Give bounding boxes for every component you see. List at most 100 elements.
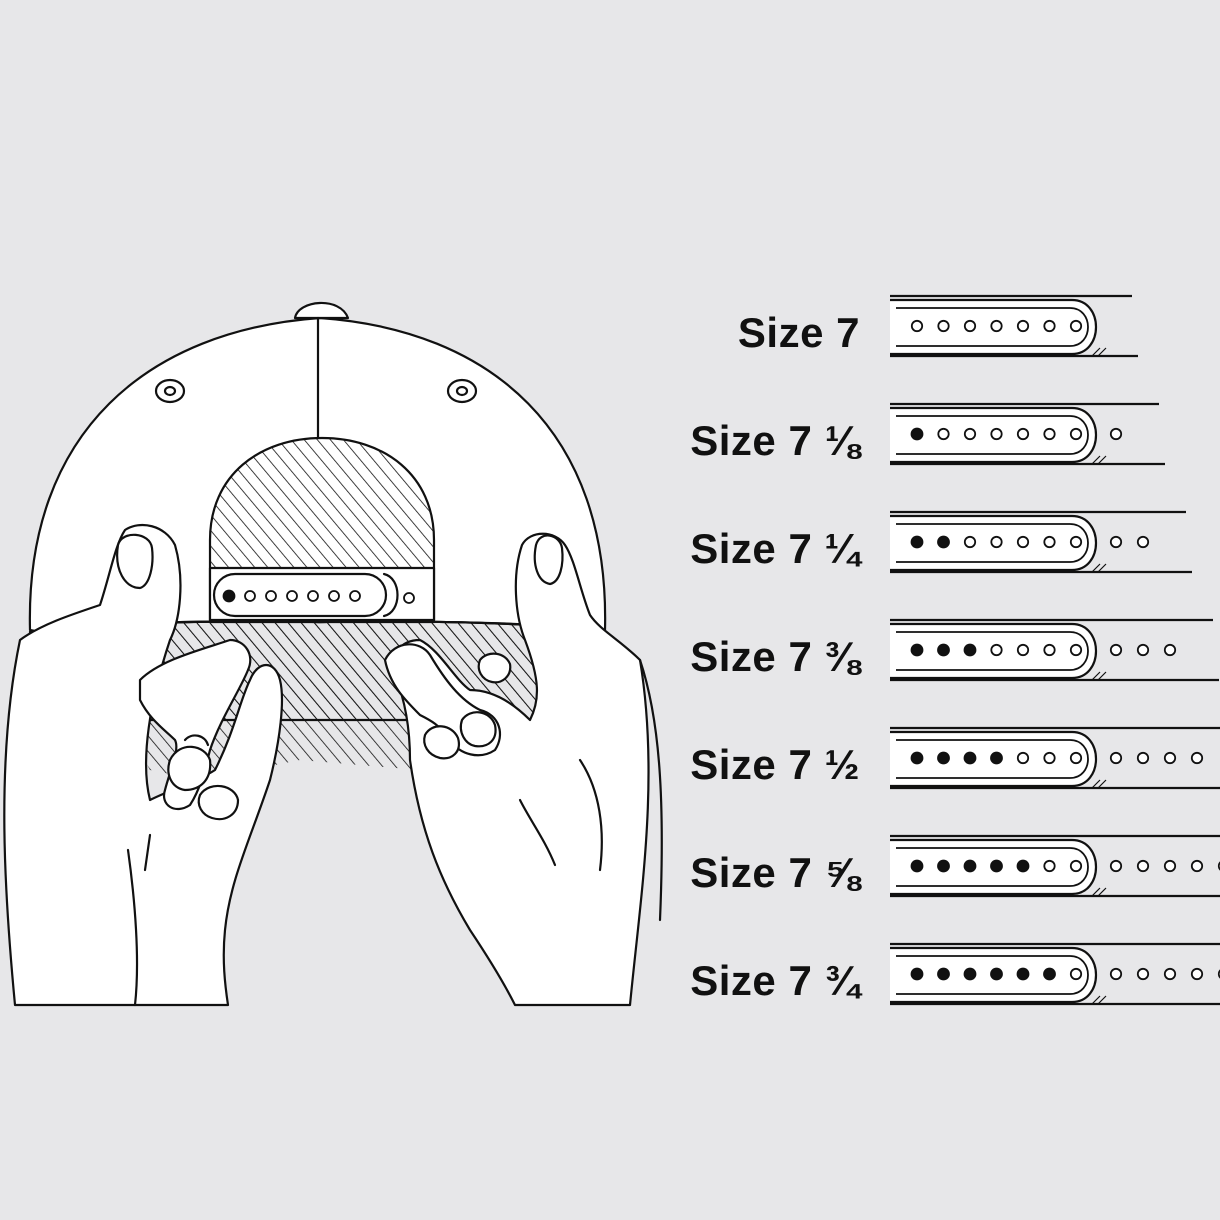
strap-hole: [1043, 427, 1056, 441]
strap-hole: [1163, 643, 1177, 657]
strap-hole: [1016, 751, 1030, 765]
size-label-7: Size 7: [737, 309, 860, 356]
strap-tab-inner-stitch: [896, 631, 1089, 671]
size-label-7-1-2: Size 7 ½: [690, 741, 860, 788]
size-label-7-1-4: Size 7 ¼: [690, 525, 860, 572]
strap-hole-filled: [937, 535, 950, 549]
strap-hole-filled: [963, 751, 977, 765]
size-strap-5: [890, 834, 1220, 898]
size-strap-6: [890, 942, 1220, 1006]
strap-hole: [990, 319, 1003, 333]
strap-hole: [937, 319, 950, 333]
strap-hole-filled: [910, 967, 924, 981]
strap-hole-filled: [910, 751, 924, 765]
strap-hole: [1136, 535, 1150, 549]
strap-hole-filled: [1043, 967, 1056, 981]
strap-hole-filled: [937, 859, 950, 873]
left-thumbnail: [116, 533, 154, 590]
strap-hole: [1043, 859, 1056, 873]
size-strap-2: [890, 510, 1192, 574]
strap-hole: [1043, 751, 1056, 765]
cap-top-button: [293, 301, 350, 320]
strap-hole: [1109, 643, 1123, 657]
strap-hole: [1016, 319, 1030, 333]
size-strap-3: [890, 618, 1219, 682]
strap-tab-inner-stitch: [896, 307, 1089, 347]
strap-hole-filled: [990, 859, 1003, 873]
strap-hole: [1043, 535, 1056, 549]
strap-tab-inner-stitch: [896, 523, 1089, 563]
strap-tab-inner-stitch: [896, 955, 1089, 995]
strap-hole: [1069, 643, 1083, 657]
strap-hole: [963, 535, 977, 549]
strap-shadow-marks: [1091, 887, 1107, 897]
strap-hole: [1109, 751, 1123, 765]
cap-strap-hole: [265, 590, 277, 602]
strap-shadow-marks: [1091, 563, 1107, 573]
strap-hole-filled: [937, 967, 950, 981]
strap-hole: [1109, 535, 1123, 549]
right-hand: [392, 532, 650, 1007]
strap-hole: [990, 427, 1003, 441]
size-strap-0: [890, 294, 1138, 358]
right-thumbnail: [533, 534, 564, 586]
cap-strap-hole: [286, 590, 298, 602]
cap-strap-hole: [403, 592, 415, 604]
strap-hole-filled: [910, 859, 924, 873]
strap-hole: [990, 535, 1003, 549]
strap-shadow-marks: [1091, 779, 1107, 789]
size-label-7-3-4: Size 7 ¾: [690, 957, 860, 1004]
strap-hole-filled: [963, 643, 977, 657]
strap-hole: [937, 427, 950, 441]
strap-hole: [1016, 427, 1030, 441]
strap-hole: [1136, 751, 1150, 765]
strap-tab-inner-stitch: [896, 415, 1089, 455]
size-strap-4: [890, 726, 1220, 790]
left-hand: [3, 523, 284, 1007]
strap-shadow-marks: [1091, 671, 1107, 681]
cap-strap-holes: [222, 589, 415, 604]
strap-hole: [1190, 967, 1204, 981]
strap-hole-filled: [1016, 967, 1030, 981]
cap-strap-hole: [349, 590, 361, 602]
size-label-7-5-8: Size 7 ⅝: [690, 849, 860, 896]
strap-hole: [1069, 859, 1083, 873]
strap-hole-filled: [910, 643, 924, 657]
strap-hole-filled: [963, 967, 977, 981]
strap-hole: [963, 427, 977, 441]
strap-hole-filled: [937, 751, 950, 765]
strap-hole: [1190, 859, 1204, 873]
cap-eyelets: [154, 378, 478, 404]
strap-hole-filled: [937, 643, 950, 657]
strap-hole: [1069, 427, 1083, 441]
strap-hole: [1069, 535, 1083, 549]
strap-hole: [1069, 967, 1083, 981]
strap-hole-filled: [910, 535, 924, 549]
strap-shadow-marks: [1091, 995, 1107, 1005]
cap-strap-hole: [244, 590, 256, 602]
size-strap-chart: [890, 294, 1220, 1006]
strap-hole: [1016, 643, 1030, 657]
strap-hole: [1069, 319, 1083, 333]
strap-hole: [1136, 643, 1150, 657]
strap-hole: [1043, 643, 1056, 657]
strap-hole: [1016, 535, 1030, 549]
strap-tab-inner-stitch: [896, 739, 1089, 779]
strap-hole: [1163, 751, 1177, 765]
cap-strap-hole: [328, 590, 340, 602]
strap-hole: [1109, 967, 1123, 981]
cap-strap-hole: [307, 590, 319, 602]
size-strap-1: [890, 402, 1165, 466]
strap-hole: [1069, 751, 1083, 765]
strap-hole: [990, 643, 1003, 657]
strap-hole: [910, 319, 924, 333]
strap-hole: [1136, 859, 1150, 873]
strap-shadow-marks: [1091, 347, 1107, 357]
strap-hole: [1190, 751, 1204, 765]
strap-tab-inner-stitch: [896, 847, 1089, 887]
cap-strap-hole-filled: [222, 589, 236, 603]
strap-hole: [1136, 967, 1150, 981]
strap-hole-filled: [990, 967, 1003, 981]
strap-hole: [1163, 859, 1177, 873]
